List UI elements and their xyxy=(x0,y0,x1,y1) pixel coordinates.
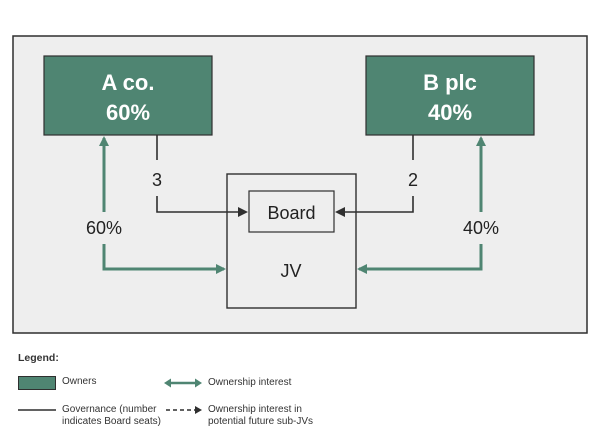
dashed-arrow-icon xyxy=(164,404,202,416)
board-label: Board xyxy=(267,203,315,223)
legend-ownership: Ownership interest xyxy=(164,377,291,389)
owner-a-box: A co. 60% xyxy=(43,55,213,136)
governance-connector-b: 2 xyxy=(335,135,418,217)
owner-a-share: 60% xyxy=(106,100,150,125)
governance-line-icon xyxy=(18,404,56,416)
governance-b-seats: 2 xyxy=(408,170,418,190)
legend-governance-text: Governance (number indicates Board seats… xyxy=(62,404,161,428)
ownership-b-label: 40% xyxy=(463,218,499,238)
ownership-a-label: 60% xyxy=(86,218,122,238)
owner-b-name: B plc xyxy=(423,70,477,95)
owner-swatch xyxy=(18,376,56,390)
legend-governance: Governance (number indicates Board seats… xyxy=(18,404,161,428)
legend-owners-label: Owners xyxy=(62,376,97,387)
ownership-connector-a: 60% xyxy=(86,136,226,274)
legend-future-text: Ownership interest in potential future s… xyxy=(208,404,313,428)
governance-connector-a: 3 xyxy=(152,135,248,217)
legend-owners: Owners xyxy=(18,376,96,390)
owner-a-name: A co. xyxy=(102,70,155,95)
jv-structure-diagram: A co. 60% B plc 40% JV Board 3 2 xyxy=(12,35,588,334)
ownership-connector-b: 40% xyxy=(357,136,499,274)
board-box: Board xyxy=(248,190,335,233)
legend-future-subjv: Ownership interest in potential future s… xyxy=(164,404,313,428)
legend-governance-line1: Governance (number xyxy=(62,404,157,415)
legend-governance-line2: indicates Board seats) xyxy=(62,416,161,427)
owner-b-share: 40% xyxy=(428,100,472,125)
legend-future-line1: Ownership interest in xyxy=(208,404,302,415)
legend-ownership-label: Ownership interest xyxy=(208,377,292,388)
legend-future-line2: potential future sub-JVs xyxy=(208,416,314,427)
jv-label: JV xyxy=(280,261,301,281)
owner-b-box: B plc 40% xyxy=(365,55,535,136)
governance-a-seats: 3 xyxy=(152,170,162,190)
legend: Legend: Owners Ownership interest xyxy=(18,352,588,432)
legend-title: Legend: xyxy=(18,352,59,364)
ownership-line-icon xyxy=(164,377,202,389)
